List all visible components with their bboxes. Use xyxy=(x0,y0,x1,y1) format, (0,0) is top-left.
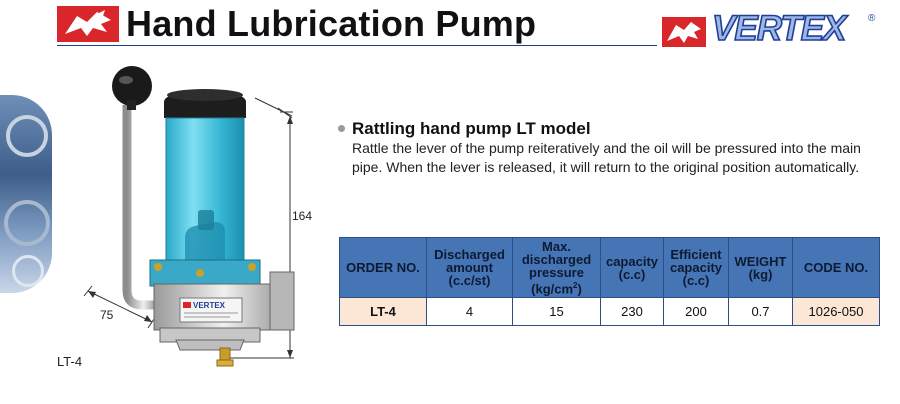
cell-weight: 0.7 xyxy=(728,297,793,326)
label-plate-text: VERTEX xyxy=(193,301,226,310)
cell-efficient: 200 xyxy=(663,297,729,326)
header-efficient-capacity: Efficient capacity (c.c) xyxy=(663,237,729,298)
width-dimension-label: 75 xyxy=(100,308,114,322)
bullet-icon xyxy=(338,125,345,132)
vertex-brand-logo: VERTEX ® xyxy=(662,8,880,49)
header-order-no: ORDER NO. xyxy=(339,237,427,298)
cell-pressure: 15 xyxy=(512,297,601,326)
cell-capacity: 230 xyxy=(600,297,664,326)
page-title: Hand Lubrication Pump xyxy=(126,3,537,44)
cell-code: 1026-050 xyxy=(792,297,880,326)
decorative-side-strip xyxy=(0,95,52,293)
header-discharged-amount: Discharged amount (c.c/st) xyxy=(426,237,513,298)
chuck-graphic xyxy=(12,255,44,287)
header-code-no: CODE NO. xyxy=(792,237,880,298)
registered-mark: ® xyxy=(868,13,876,24)
table-header-row: ORDER NO. Discharged amount (c.c/st) Max… xyxy=(339,237,880,298)
description-body: Rattle the lever of the pump reiterative… xyxy=(352,140,861,175)
chuck-graphic xyxy=(6,115,48,157)
description-title: Rattling hand pump LT model xyxy=(352,119,591,138)
pump-illustration: VERTEX 164 75 xyxy=(80,60,313,370)
chuck-graphic xyxy=(4,200,50,246)
header-underline xyxy=(57,45,657,46)
spec-table: ORDER NO. Discharged amount (c.c/st) Max… xyxy=(339,237,880,326)
height-dimension-label: 164 xyxy=(292,209,313,223)
header-capacity: capacity (c.c) xyxy=(600,237,664,298)
brand-eagle-icon xyxy=(662,17,706,47)
eagle-logo xyxy=(57,6,119,42)
cell-discharged: 4 xyxy=(426,297,513,326)
figure-caption: LT-4 xyxy=(57,354,83,369)
table-row: LT-4 4 15 230 200 0.7 1026-050 xyxy=(339,297,880,326)
cell-order-no: LT-4 xyxy=(339,297,427,326)
header-weight: WEIGHT (kg) xyxy=(728,237,793,298)
header-max-pressure: Max. discharged pressure (kg/cm2) xyxy=(512,237,601,298)
brand-name: VERTEX xyxy=(711,8,847,49)
